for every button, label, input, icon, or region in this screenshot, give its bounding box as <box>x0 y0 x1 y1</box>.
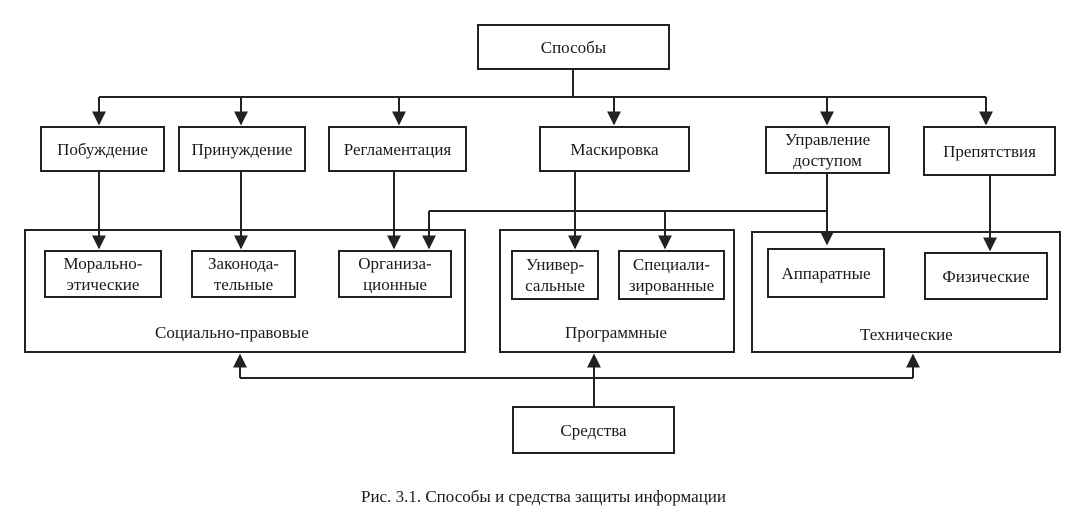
node-sposoby-label: Способы <box>540 37 607 57</box>
node-label: Универ- сальные <box>525 255 585 295</box>
node-sposoby: Способы <box>477 24 670 70</box>
figure-caption: Рис. 3.1. Способы и средства защиты инфо… <box>361 487 726 506</box>
node-upravlenie-dostupom: Управление доступом <box>765 126 890 174</box>
node-zakonodatelnye: Законода- тельные <box>191 250 296 298</box>
group-social-legal <box>24 229 466 353</box>
node-label: Принуждение <box>191 139 293 159</box>
node-sredstva-label: Средства <box>560 420 627 440</box>
node-label: Законода- тельные <box>208 254 279 294</box>
group-software-label: Программные <box>565 323 667 342</box>
node-label: Маскировка <box>570 139 659 159</box>
node-label: Аппаратные <box>781 263 871 283</box>
node-apparatnye: Аппаратные <box>767 248 885 298</box>
node-label: Побуждение <box>57 139 148 159</box>
node-label: Регламентация <box>343 139 452 159</box>
node-spetsializirovannye: Специали- зированные <box>618 250 725 300</box>
node-prepyatstviya: Препятствия <box>923 126 1056 176</box>
group-technical-label: Технические <box>860 325 953 344</box>
node-label: Препятствия <box>943 141 1036 161</box>
group-social-label: Социально-правовые <box>155 323 309 342</box>
node-pobuzhdenie: Побуждение <box>40 126 165 172</box>
node-fizicheskie: Физические <box>924 252 1048 300</box>
node-label: Управление доступом <box>784 130 871 170</box>
node-moralno-eticheskie: Морально- этические <box>44 250 162 298</box>
node-organizatsionnye: Организа- ционные <box>338 250 452 298</box>
group-software <box>499 229 735 353</box>
node-prinuzhdenie: Принуждение <box>178 126 306 172</box>
node-label: Морально- этические <box>63 254 143 294</box>
group-technical <box>751 231 1061 353</box>
node-maskirovka: Маскировка <box>539 126 690 172</box>
node-label: Физические <box>942 266 1030 286</box>
node-universalnye: Универ- сальные <box>511 250 599 300</box>
node-label: Специали- зированные <box>628 255 715 295</box>
node-label: Организа- ционные <box>358 254 432 294</box>
node-reglamentatsiya: Регламентация <box>328 126 467 172</box>
node-sredstva: Средства <box>512 406 675 454</box>
